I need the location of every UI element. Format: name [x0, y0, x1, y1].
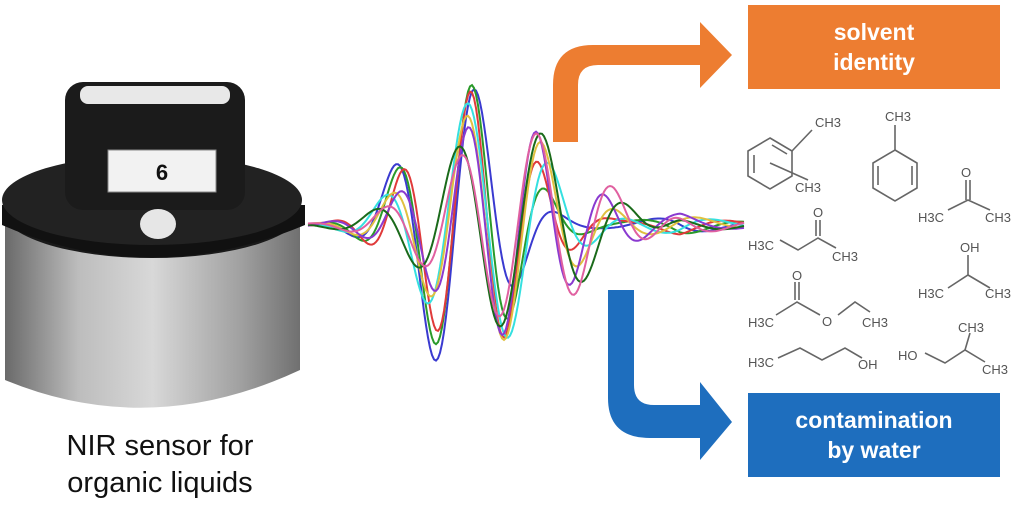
- spectrum-line: [307, 102, 745, 339]
- sensor-number: 6: [156, 160, 168, 185]
- caption-line2: organic liquids: [67, 467, 253, 499]
- butanone-structure: O H3C CH3: [748, 205, 858, 264]
- water-contamination-box: contamination by water: [748, 393, 1000, 477]
- caption-line1: NIR sensor for: [66, 430, 254, 462]
- water-arrow: [608, 290, 732, 460]
- svg-text:HO: HO: [898, 348, 918, 363]
- isopropanol-structure: OH H3C CH3: [918, 240, 1011, 301]
- svg-text:H3C: H3C: [748, 315, 774, 330]
- svg-text:O: O: [813, 205, 823, 220]
- svg-text:CH3: CH3: [815, 115, 841, 130]
- ethyl-acetate-structure: O H3C O CH3: [748, 268, 888, 330]
- svg-text:OH: OH: [858, 357, 878, 372]
- svg-text:CH3: CH3: [832, 249, 858, 264]
- solvent-arrow: [553, 22, 732, 142]
- sensor-label-plate: [107, 149, 217, 193]
- acetone-structure: O H3C CH3: [918, 165, 1011, 225]
- spectrum-line: [307, 88, 745, 362]
- spectrum-line: [307, 132, 745, 318]
- sensor-caption: NIR sensor for organic liquids: [30, 428, 290, 502]
- water-contamination-line1: contamination: [795, 407, 953, 433]
- svg-text:O: O: [822, 314, 832, 329]
- isobutanol-structure: CH3 HO CH3: [898, 320, 1008, 377]
- svg-text:H3C: H3C: [748, 238, 774, 253]
- spectrum-line: [307, 114, 745, 342]
- svg-text:CH3: CH3: [862, 315, 888, 330]
- svg-text:CH3: CH3: [985, 286, 1011, 301]
- svg-text:CH3: CH3: [982, 362, 1008, 377]
- svg-text:H3C: H3C: [748, 355, 774, 370]
- svg-text:CH3: CH3: [885, 109, 911, 124]
- butanol-structure: H3C OH: [748, 347, 878, 372]
- svg-text:O: O: [792, 268, 802, 283]
- solvent-identity-line1: solvent: [833, 19, 915, 45]
- sensor-body: [5, 210, 300, 408]
- toluene-structure: CH3: [872, 109, 918, 202]
- sensor-window: [140, 209, 176, 239]
- solvent-identity-line2: identity: [833, 49, 915, 75]
- svg-text:CH3: CH3: [958, 320, 984, 335]
- svg-text:O: O: [961, 165, 971, 180]
- nir-spectra: [307, 83, 745, 362]
- svg-text:OH: OH: [960, 240, 980, 255]
- spectrum-line: [307, 83, 745, 346]
- svg-text:H3C: H3C: [918, 210, 944, 225]
- nir-sensor-device: 6: [2, 82, 305, 408]
- solvent-identity-box: solvent identity: [748, 5, 1000, 89]
- water-contamination-line2: by water: [827, 437, 921, 463]
- svg-text:H3C: H3C: [918, 286, 944, 301]
- svg-text:CH3: CH3: [795, 180, 821, 195]
- svg-text:CH3: CH3: [985, 210, 1011, 225]
